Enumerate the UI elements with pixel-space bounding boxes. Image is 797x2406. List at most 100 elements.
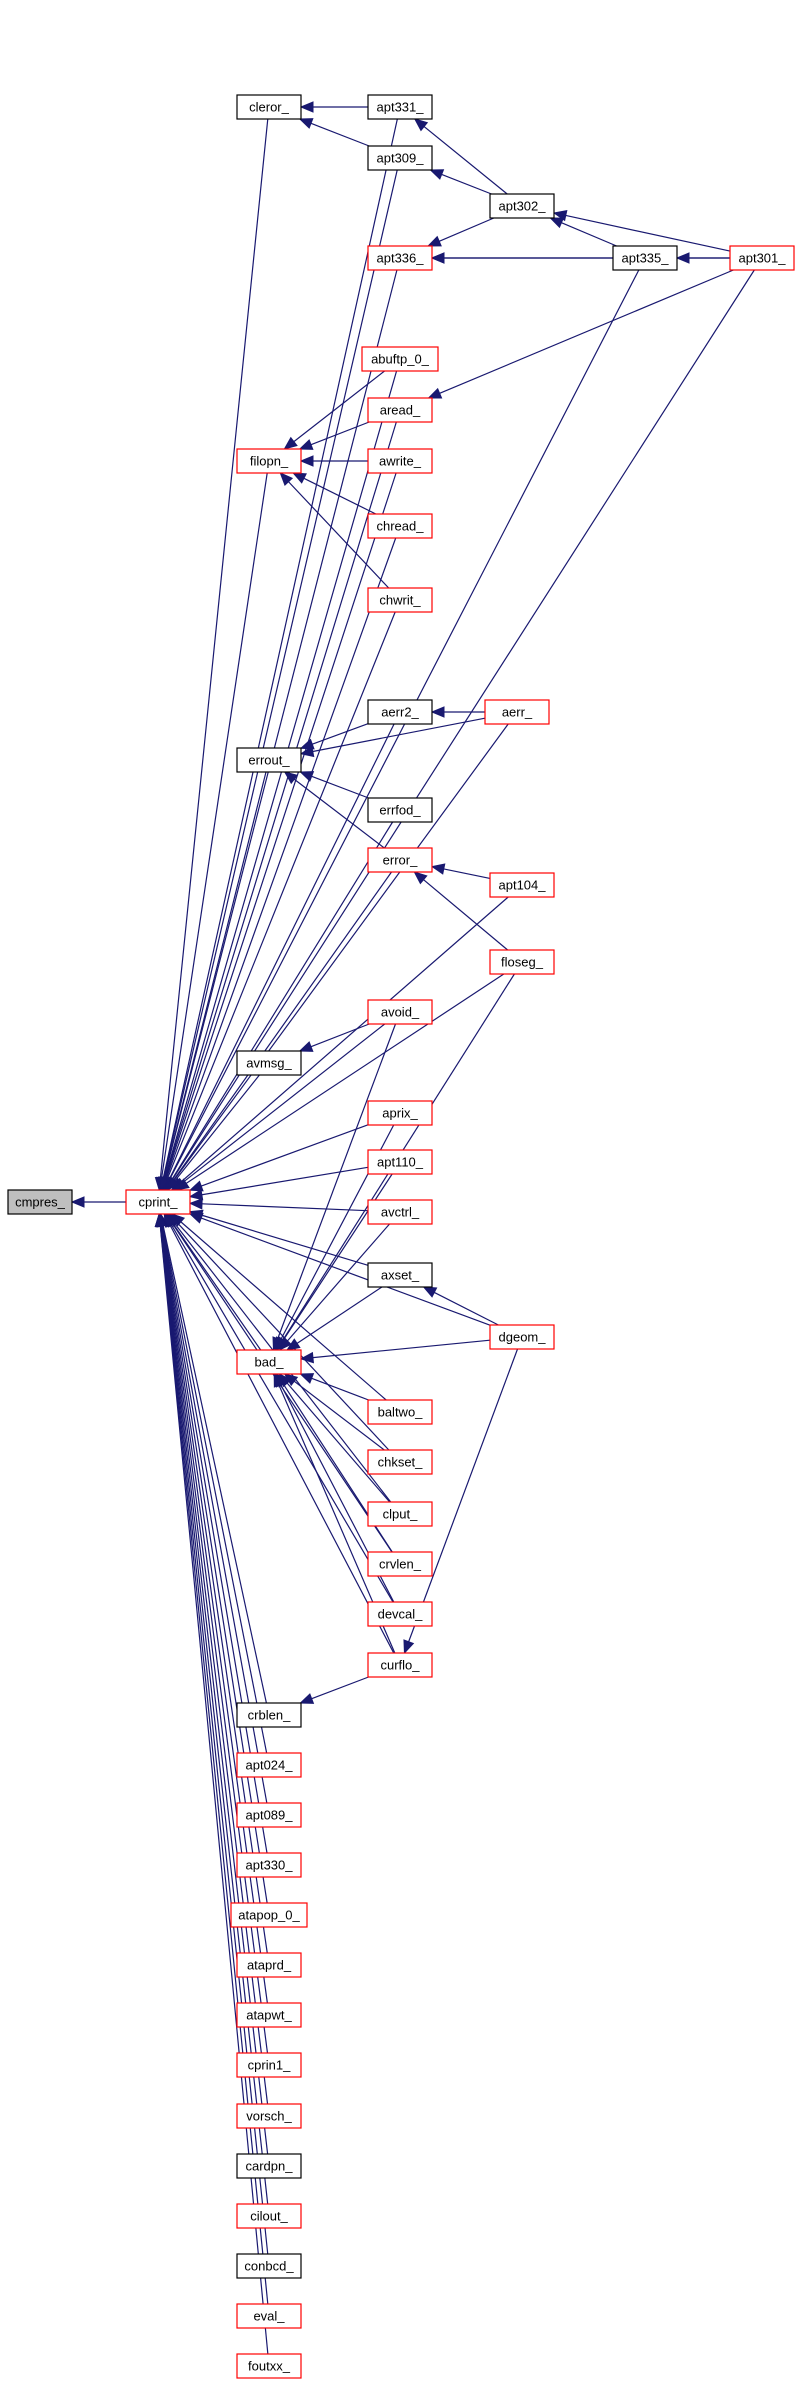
node-box-foutxx[interactable] bbox=[236, 2353, 302, 2379]
node-box-cprin1[interactable] bbox=[236, 2052, 302, 2078]
node-box-clput[interactable] bbox=[367, 1501, 433, 1527]
node-box-floseg[interactable] bbox=[489, 949, 555, 975]
node-box-apt309[interactable] bbox=[367, 145, 433, 171]
node-box-crblen[interactable] bbox=[236, 1702, 302, 1728]
node-apt302[interactable]: apt302_ bbox=[489, 193, 555, 219]
node-ataprd[interactable]: ataprd_ bbox=[236, 1952, 302, 1978]
node-box-apt336[interactable] bbox=[367, 245, 433, 271]
node-devcal[interactable]: devcal_ bbox=[367, 1601, 433, 1627]
node-box-avctrl[interactable] bbox=[367, 1199, 433, 1225]
node-box-curflo[interactable] bbox=[367, 1652, 433, 1678]
node-avoid[interactable]: avoid_ bbox=[367, 999, 433, 1025]
node-box-apt104[interactable] bbox=[489, 872, 555, 898]
node-box-aerr[interactable] bbox=[484, 699, 550, 725]
node-box-conbcd[interactable] bbox=[236, 2253, 302, 2279]
node-box-apt110[interactable] bbox=[367, 1149, 433, 1175]
node-box-avmsg[interactable] bbox=[236, 1050, 302, 1076]
node-awrite[interactable]: awrite_ bbox=[367, 448, 433, 474]
arrowhead-errfod-to-errout bbox=[299, 771, 315, 782]
node-dgeom[interactable]: dgeom_ bbox=[489, 1324, 555, 1350]
node-apt336[interactable]: apt336_ bbox=[367, 245, 433, 271]
node-axset[interactable]: axset_ bbox=[367, 1262, 433, 1288]
node-cleror[interactable]: cleror_ bbox=[236, 94, 302, 120]
node-apt301[interactable]: apt301_ bbox=[729, 245, 795, 271]
node-box-dgeom[interactable] bbox=[489, 1324, 555, 1350]
node-box-apt331[interactable] bbox=[367, 94, 433, 120]
node-box-aread[interactable] bbox=[367, 397, 433, 423]
node-cilout[interactable]: cilout_ bbox=[236, 2203, 302, 2229]
node-box-apt330[interactable] bbox=[236, 1852, 302, 1878]
node-errout[interactable]: errout_ bbox=[236, 747, 302, 773]
node-atapop[interactable]: atapop_0_ bbox=[230, 1902, 308, 1928]
node-clput[interactable]: clput_ bbox=[367, 1501, 433, 1527]
node-box-cilout[interactable] bbox=[236, 2203, 302, 2229]
node-box-awrite[interactable] bbox=[367, 448, 433, 474]
node-filopn[interactable]: filopn_ bbox=[236, 448, 302, 474]
node-cardpn[interactable]: cardpn_ bbox=[236, 2153, 302, 2179]
node-apt331[interactable]: apt331_ bbox=[367, 94, 433, 120]
node-box-apt089[interactable] bbox=[236, 1802, 302, 1828]
node-eval[interactable]: eval_ bbox=[236, 2303, 302, 2329]
node-avctrl[interactable]: avctrl_ bbox=[367, 1199, 433, 1225]
node-apt309[interactable]: apt309_ bbox=[367, 145, 433, 171]
node-apt024[interactable]: apt024_ bbox=[236, 1752, 302, 1778]
node-box-apt301[interactable] bbox=[729, 245, 795, 271]
node-box-apt302[interactable] bbox=[489, 193, 555, 219]
node-curflo[interactable]: curflo_ bbox=[367, 1652, 433, 1678]
node-floseg[interactable]: floseg_ bbox=[489, 949, 555, 975]
node-box-avoid[interactable] bbox=[367, 999, 433, 1025]
node-box-cardpn[interactable] bbox=[236, 2153, 302, 2179]
node-box-atapop[interactable] bbox=[230, 1902, 308, 1928]
node-crvlen[interactable]: crvlen_ bbox=[367, 1551, 433, 1577]
node-chwrit[interactable]: chwrit_ bbox=[367, 587, 433, 613]
node-aread[interactable]: aread_ bbox=[367, 397, 433, 423]
node-errfod[interactable]: errfod_ bbox=[367, 797, 433, 823]
node-chkset[interactable]: chkset_ bbox=[367, 1449, 433, 1475]
node-bad[interactable]: bad_ bbox=[236, 1349, 302, 1375]
node-apt110[interactable]: apt110_ bbox=[367, 1149, 433, 1175]
node-vorsch[interactable]: vorsch_ bbox=[236, 2103, 302, 2129]
node-box-filopn[interactable] bbox=[236, 448, 302, 474]
node-box-ataprd[interactable] bbox=[236, 1952, 302, 1978]
node-abuftp[interactable]: abuftp_0_ bbox=[361, 346, 439, 372]
node-box-crvlen[interactable] bbox=[367, 1551, 433, 1577]
node-box-bad[interactable] bbox=[236, 1349, 302, 1375]
node-box-eval[interactable] bbox=[236, 2303, 302, 2329]
node-box-apt335[interactable] bbox=[612, 245, 678, 271]
node-conbcd[interactable]: conbcd_ bbox=[236, 2253, 302, 2279]
node-box-chwrit[interactable] bbox=[367, 587, 433, 613]
node-box-chkset[interactable] bbox=[367, 1449, 433, 1475]
node-apt104[interactable]: apt104_ bbox=[489, 872, 555, 898]
node-box-vorsch[interactable] bbox=[236, 2103, 302, 2129]
node-cprin1[interactable]: cprin1_ bbox=[236, 2052, 302, 2078]
node-atapwt[interactable]: atapwt_ bbox=[236, 2002, 302, 2028]
node-aerr2[interactable]: aerr2_ bbox=[367, 699, 433, 725]
node-avmsg[interactable]: avmsg_ bbox=[236, 1050, 302, 1076]
node-foutxx[interactable]: foutxx_ bbox=[236, 2353, 302, 2379]
node-box-axset[interactable] bbox=[367, 1262, 433, 1288]
node-apt335[interactable]: apt335_ bbox=[612, 245, 678, 271]
edge-dgeom-to-cprint bbox=[201, 1217, 491, 1326]
node-box-cleror[interactable] bbox=[236, 94, 302, 120]
node-box-devcal[interactable] bbox=[367, 1601, 433, 1627]
node-apt089[interactable]: apt089_ bbox=[236, 1802, 302, 1828]
node-box-aerr2[interactable] bbox=[367, 699, 433, 725]
node-box-atapwt[interactable] bbox=[236, 2002, 302, 2028]
node-box-baltwo[interactable] bbox=[367, 1399, 433, 1425]
node-box-apt024[interactable] bbox=[236, 1752, 302, 1778]
node-aprix[interactable]: aprix_ bbox=[367, 1100, 433, 1126]
node-baltwo[interactable]: baltwo_ bbox=[367, 1399, 433, 1425]
node-box-errfod[interactable] bbox=[367, 797, 433, 823]
node-box-aprix[interactable] bbox=[367, 1100, 433, 1126]
node-box-chread[interactable] bbox=[367, 513, 433, 539]
node-box-cprint[interactable] bbox=[125, 1189, 191, 1215]
node-box-error[interactable] bbox=[367, 847, 433, 873]
node-crblen[interactable]: crblen_ bbox=[236, 1702, 302, 1728]
node-cprint[interactable]: cprint_ bbox=[125, 1189, 191, 1215]
node-apt330[interactable]: apt330_ bbox=[236, 1852, 302, 1878]
node-error[interactable]: error_ bbox=[367, 847, 433, 873]
node-chread[interactable]: chread_ bbox=[367, 513, 433, 539]
node-aerr[interactable]: aerr_ bbox=[484, 699, 550, 725]
node-box-errout[interactable] bbox=[236, 747, 302, 773]
node-box-abuftp[interactable] bbox=[361, 346, 439, 372]
